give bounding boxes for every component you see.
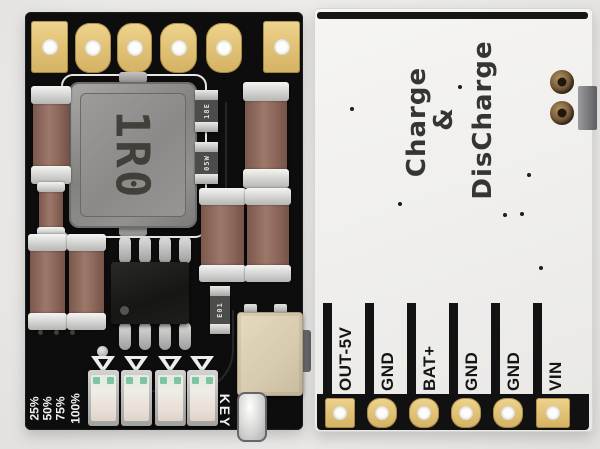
ic-pin [159,322,171,350]
silkscreen-ampersand: & [429,107,459,131]
capacitor [199,188,246,282]
slide-switch [237,312,303,396]
ic-pin [119,236,131,264]
pin-label: BAT+ [420,345,439,391]
solder-pad [263,21,300,73]
resistor-marking: 18E [202,103,211,119]
solder-pad [451,398,481,428]
solder-pad [409,398,439,428]
ic-pin [179,236,191,264]
pad-hole [375,406,389,420]
switch-pin [274,304,287,314]
pad-hole [216,40,232,56]
pin-label-divider [365,303,374,396]
pin-label: VIN [546,361,565,391]
pad-hole [417,406,431,420]
pin-label-divider [407,303,416,396]
inductor-marking: 1R0 [106,110,160,200]
silver-capacitor [237,392,267,442]
solder-pad [493,398,523,428]
ic-pin [119,322,131,350]
ic-pin [139,322,151,350]
pad-hole [273,39,290,55]
solder-pad [536,398,570,428]
pin1-dot [120,306,129,315]
switch-pin [244,304,257,314]
silkscreen-text-discharge: DisCharge [468,40,498,200]
silkscreen-dot [398,202,402,206]
capacitor [28,234,67,330]
solder-pad [325,398,355,428]
silkscreen-dot [38,330,43,335]
solder-pad [31,21,68,73]
pin-label: GND [504,351,523,391]
solder-pad [206,23,242,73]
pad-hole [126,40,143,56]
silkscreen-dot [458,85,462,89]
led [121,370,152,426]
module-front-board: 1R0 18E 05W E01 25% 5 [25,12,311,442]
silkscreen-dot [503,213,507,217]
pin-label: GND [462,351,481,391]
pad-hole [170,40,187,56]
silkscreen-dot [520,212,524,216]
pad-hole [459,406,473,420]
solder-pad [117,23,152,73]
silkscreen-dot [54,330,59,335]
pin-label-divider [323,303,332,396]
pin-label: GND [378,351,397,391]
solder-pad [160,23,197,73]
smd-resistor: E01 [210,286,230,334]
ic-pin [139,236,151,264]
module-back-board: Charge & DisCharge OUT-5V GND BAT+ GND G… [314,8,597,432]
silkscreen-dot [350,107,354,111]
pad-hole [41,39,58,55]
top-edge-strip [317,12,588,19]
pad-hole [546,406,560,420]
capacitor [37,182,65,236]
resistor-marking: 05W [202,155,211,171]
silkscreen-dot [539,266,543,270]
pad-hole [501,406,515,420]
solder-joint [550,70,574,94]
capacitor [245,188,291,282]
ic-chip [111,262,189,324]
silkscreen-text-charge: Charge [402,66,432,178]
capacitor [243,82,289,188]
capacitor [67,234,106,330]
power-inductor: 1R0 [69,82,197,228]
inductor-tab [119,225,147,236]
key-label: KEY [217,393,233,429]
percent-label: 50% [40,396,54,421]
solder-pad [367,398,397,428]
solder-pad [75,23,111,73]
switch-knob [578,86,597,130]
smd-resistor: 05W [195,142,218,184]
silkscreen-dot [70,330,75,335]
percent-label: 25% [27,396,41,421]
smd-resistor: 18E [195,90,218,132]
percent-label: 75% [53,396,67,421]
inductor-core [80,93,186,217]
pin-label-divider [449,303,458,396]
ic-pin [179,322,191,350]
ic-pin [159,236,171,264]
inductor-tab [119,72,147,83]
resistor-marking: E01 [216,302,224,318]
pad-hole [333,406,347,420]
led [88,370,119,426]
silkscreen-dot [527,173,531,177]
pin-label: OUT-5V [336,326,355,391]
pin-label-divider [533,303,542,396]
via [97,346,108,357]
pin-label-divider [491,303,500,396]
capacitor [31,86,71,184]
led [187,370,218,426]
led [155,370,186,426]
solder-joint [550,101,574,125]
percent-label: 100% [68,393,82,424]
pad-hole [85,40,101,56]
